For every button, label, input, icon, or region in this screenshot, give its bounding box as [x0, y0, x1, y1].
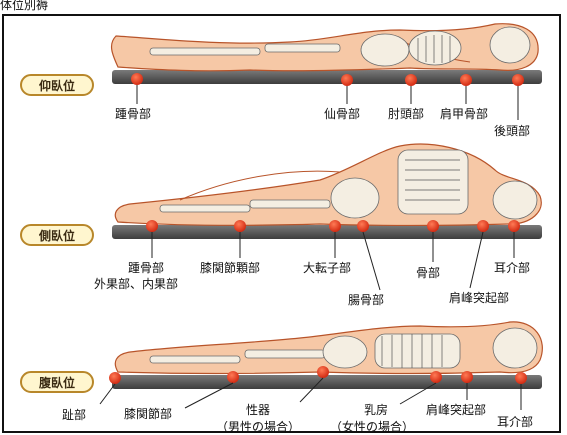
prone-mattress: [112, 375, 542, 389]
prone-figure: [112, 322, 542, 389]
pressure-point: [515, 372, 527, 384]
pressure-point: [508, 220, 520, 232]
pressure-point: [357, 220, 369, 232]
label-lateral-trochanter: 大転子部: [303, 261, 351, 275]
pressure-point: [227, 371, 239, 383]
pressure-point: [461, 371, 473, 383]
badge-prone: 腹臥位: [20, 371, 94, 393]
label-prone-ear: 耳介部: [497, 415, 533, 429]
pressure-point: [329, 220, 341, 232]
label-lateral-ilium: 腸骨部: [348, 293, 384, 307]
label-supine-occiput: 後頭部: [494, 124, 530, 138]
label-prone-breast: 乳房: [364, 403, 388, 417]
pressure-point: [109, 372, 121, 384]
badge-supine: 仰臥位: [20, 74, 94, 96]
pressure-point: [512, 74, 524, 86]
pressure-point: [146, 220, 158, 232]
label-lateral-knee: 膝関節顆部: [200, 261, 260, 275]
badge-lateral: 側臥位: [20, 224, 94, 246]
label-supine-heel: 踵骨部: [115, 107, 151, 121]
pressure-point: [477, 220, 489, 232]
label-supine-scapula: 肩甲骨部: [440, 107, 488, 121]
pressure-point: [234, 220, 246, 232]
label-prone-breast-note: （女性の場合）: [330, 420, 414, 434]
pressure-point: [405, 74, 417, 86]
pressure-point: [131, 73, 143, 85]
label-lateral-ear: 耳介部: [494, 261, 530, 275]
lateral-body: [115, 144, 541, 225]
label-supine-sacrum: 仙骨部: [324, 107, 360, 121]
pressure-point: [430, 371, 442, 383]
label-prone-genitals-note: （男性の場合）: [216, 420, 300, 434]
label-prone-acromion: 肩峰突起部: [426, 403, 486, 417]
label-lateral-acromion: 肩峰突起部: [449, 291, 509, 305]
supine-figure: [112, 24, 542, 84]
label-lateral-bone: 骨部: [416, 266, 440, 280]
label-lateral-malleolus: 外果部、内果部: [94, 277, 178, 291]
label-prone-toe: 趾部: [62, 408, 86, 422]
label-lateral-heel: 踵骨部: [128, 261, 164, 275]
pressure-point: [341, 74, 353, 86]
pressure-point: [460, 74, 472, 86]
pressure-point: [317, 366, 329, 378]
pressure-point: [427, 220, 439, 232]
supine-mattress: [112, 70, 542, 84]
label-prone-knee: 膝関節部: [124, 407, 172, 421]
label-prone-genitals: 性器: [246, 403, 270, 417]
label-supine-elbow: 肘頭部: [388, 107, 424, 121]
